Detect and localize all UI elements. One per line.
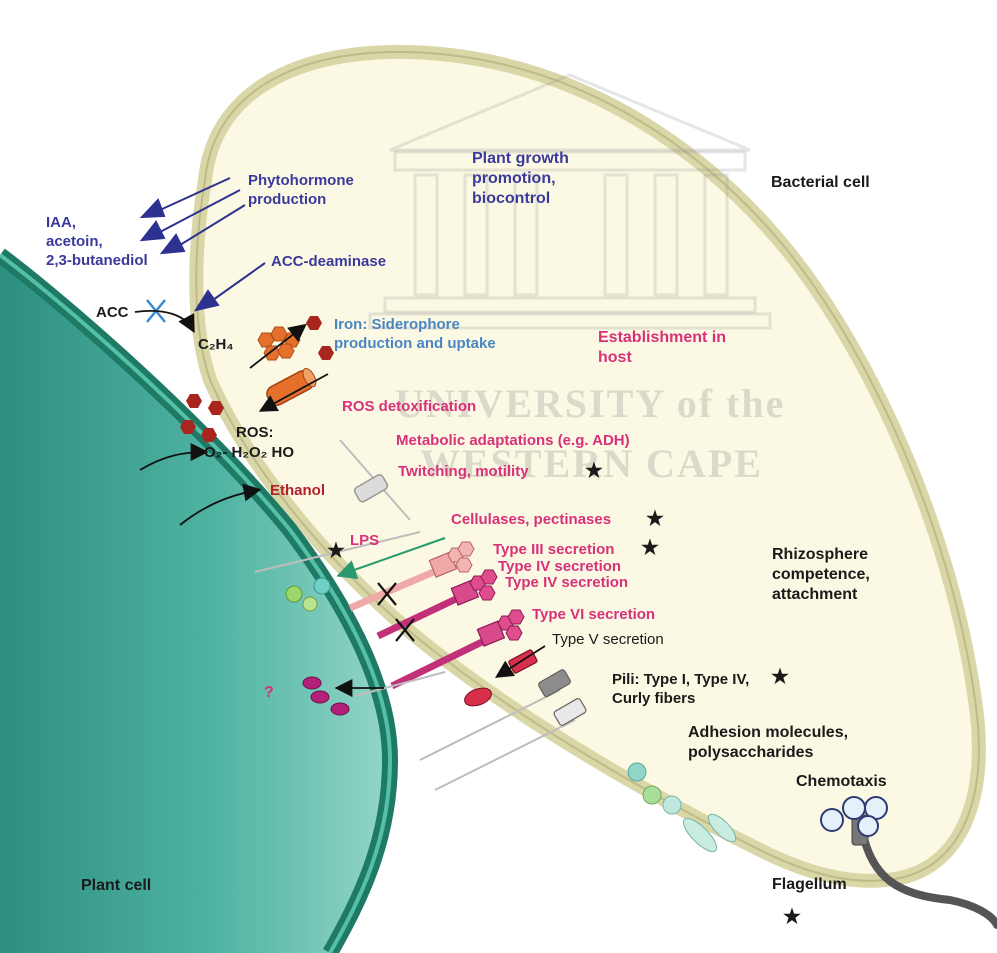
label-iaa: IAA, acetoin, 2,3-butanediol [46, 213, 148, 270]
label-flagellum: Flagellum [772, 875, 847, 895]
label-ros-detox: ROS detoxification [342, 397, 476, 416]
label-t4ss-b: Type IV secretion [505, 573, 628, 592]
label-t6ss: Type VI secretion [532, 605, 655, 624]
star-flagellum: ★ [783, 907, 801, 927]
label-ros-species: O₂- H₂O₂ HO [204, 443, 294, 462]
star-twitching: ★ [585, 461, 603, 481]
label-rhizosphere: Rhizosphere competence, attachment [772, 545, 870, 605]
label-acc-deaminase: ACC-deaminase [271, 252, 386, 271]
label-c2h4: C₂H₄ [198, 335, 233, 354]
label-ros: ROS: [236, 423, 274, 442]
label-plant-cell: Plant cell [81, 876, 151, 896]
label-twitching: Twitching, motility [398, 462, 529, 481]
star-lps: ★ [327, 541, 345, 561]
label-question: ? [264, 683, 274, 703]
star-cellulases: ★ [646, 509, 664, 529]
label-pili: Pili: Type I, Type IV, Curly fibers [612, 670, 749, 708]
label-adhesion: Adhesion molecules, polysaccharides [688, 723, 848, 763]
label-acc: ACC [96, 303, 129, 322]
label-chemotaxis: Chemotaxis [796, 772, 887, 792]
label-t5ss: Type V secretion [552, 630, 664, 649]
acc-inhibition [135, 300, 193, 330]
label-plant-growth: Plant growth promotion, biocontrol [472, 149, 569, 209]
label-iron: Iron: Siderophore production and uptake [334, 315, 496, 353]
star-pili: ★ [771, 667, 789, 687]
label-ethanol: Ethanol [270, 481, 325, 500]
label-bacterial-cell: Bacterial cell [771, 173, 870, 193]
label-lps: LPS [350, 531, 379, 550]
label-metabolic: Metabolic adaptations (e.g. ADH) [396, 431, 630, 450]
label-phytohormone: Phytohormone production [248, 171, 354, 209]
star-t3ss: ★ [641, 538, 659, 558]
label-cellulases: Cellulases, pectinases [451, 510, 611, 529]
label-establishment: Establishment in host [598, 328, 726, 368]
